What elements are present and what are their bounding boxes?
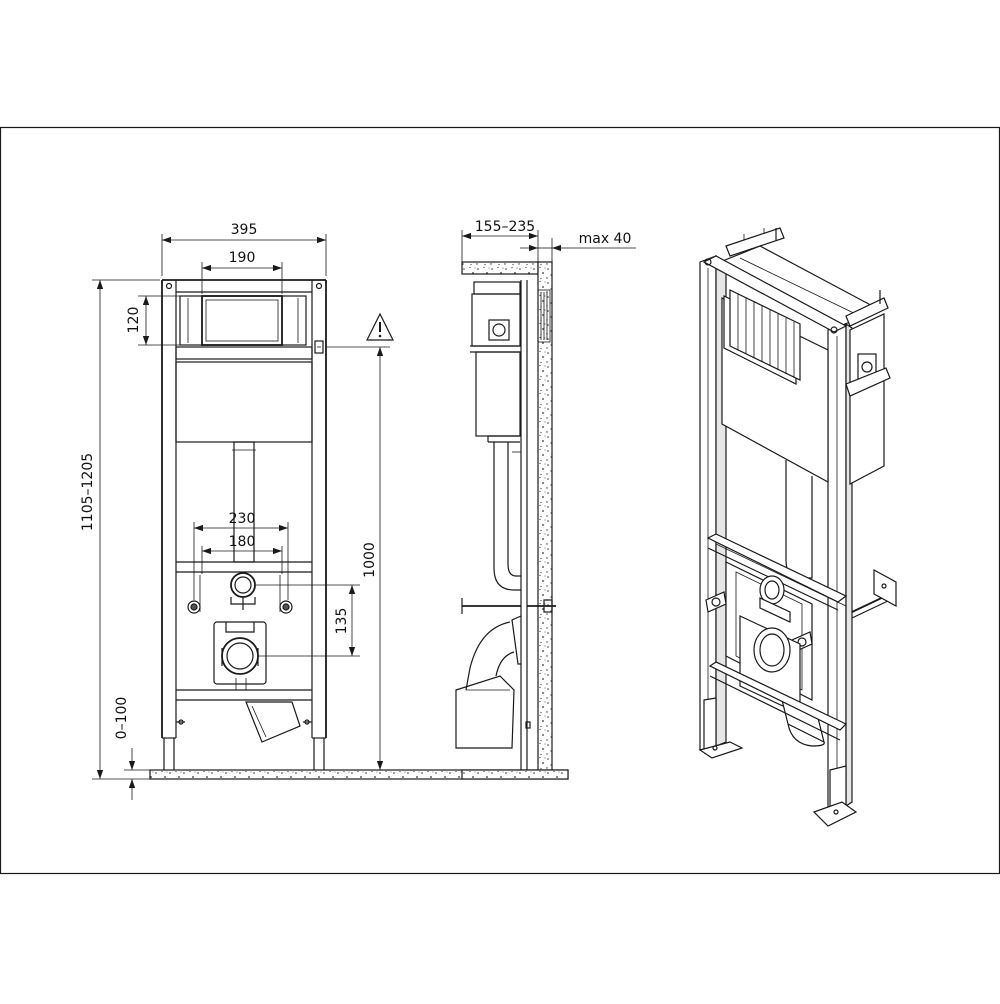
front-view	[149, 279, 569, 780]
cistern	[175, 361, 313, 443]
side-view	[455, 261, 569, 780]
warning-triangle-icon	[366, 312, 394, 341]
dim-frame-height: 1105–1205	[80, 453, 96, 531]
side-dimensions: 155–235 max 40	[461, 219, 636, 262]
front-dimensions: 395 190 120 1105–1205 0–100 230 180	[80, 222, 394, 800]
drain-box-side	[455, 675, 515, 749]
iso-flush-plate-ribs	[737, 294, 795, 378]
iso-bolt-left	[705, 591, 727, 613]
dim-depth: 155–235	[475, 219, 535, 235]
dim-mount-height: 1000	[362, 542, 378, 578]
dim-bolt-outer: 230	[229, 511, 256, 527]
dim-bolt-inner: 180	[229, 534, 256, 550]
isometric-view	[698, 227, 897, 827]
ceiling-slab	[461, 261, 539, 275]
plate-frame	[179, 295, 307, 346]
drain-elbow	[245, 701, 301, 743]
dim-plate-width: 190	[229, 250, 256, 266]
dim-feet-adjust: 0–100	[114, 697, 130, 740]
dim-wall-gap: max 40	[579, 231, 632, 247]
dim-plate-height: 120	[126, 307, 142, 334]
dim-frame-width: 395	[231, 222, 258, 238]
flush-plate-opening	[201, 295, 283, 346]
dim-drain-offset: 135	[334, 608, 350, 635]
